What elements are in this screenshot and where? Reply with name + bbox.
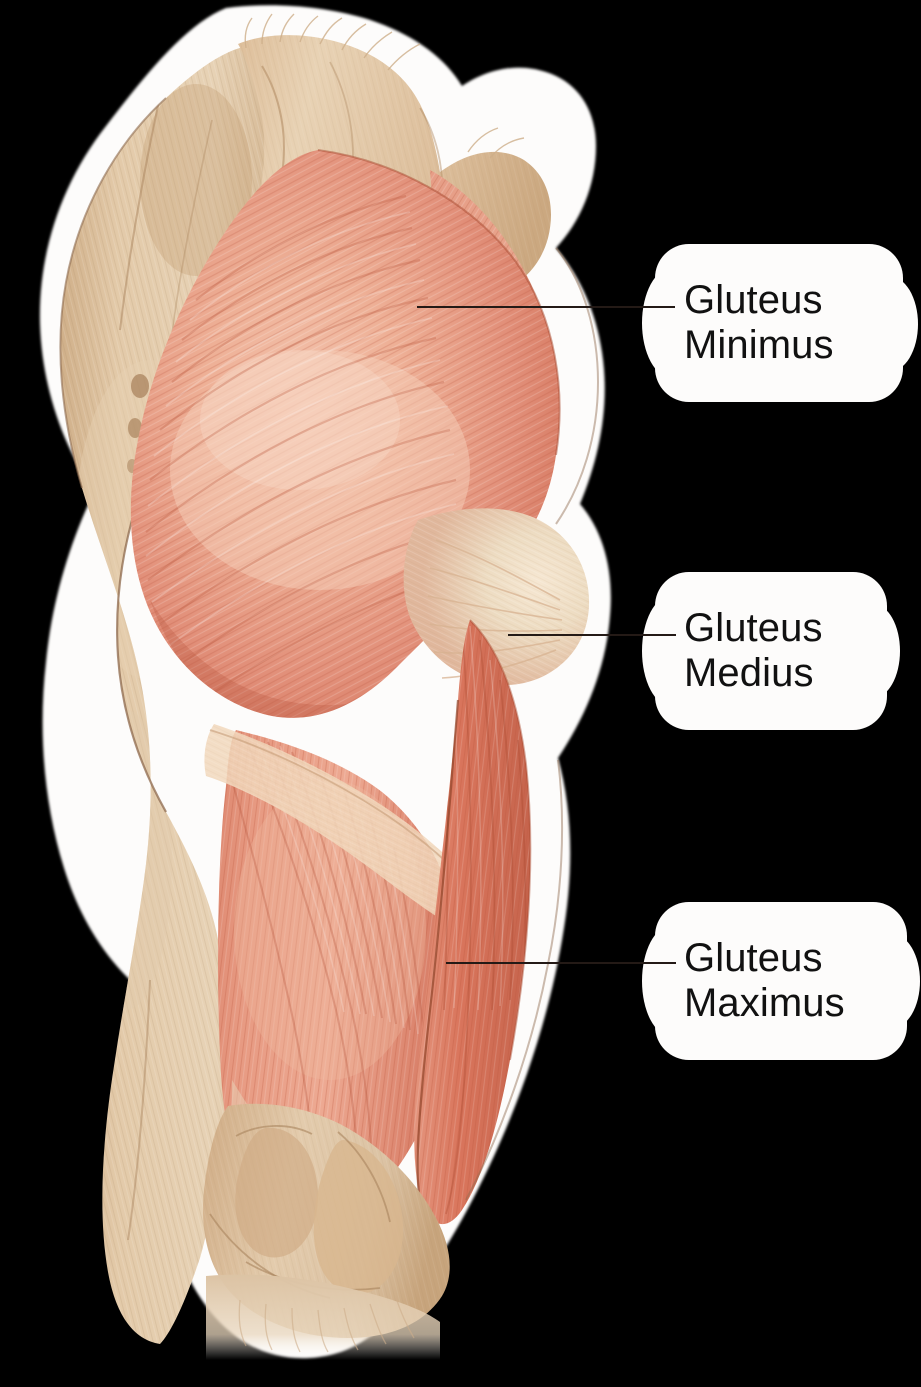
label-gluteus-maximus-line2: Maximus xyxy=(684,980,845,1025)
leader-line-gluteus-maximus xyxy=(446,962,676,964)
label-gluteus-medius: Gluteus Medius xyxy=(684,606,823,696)
figure-outline xyxy=(465,247,600,1201)
label-halo-blob-medius-a xyxy=(642,596,700,706)
trochanteric-tendon-fan xyxy=(403,508,590,686)
knee-condyles-region xyxy=(203,1103,450,1360)
label-gluteus-medius-line1: Gluteus xyxy=(684,606,823,650)
label-gluteus-medius-line2: Medius xyxy=(684,650,814,695)
label-halo-blob-medius-b xyxy=(846,604,900,698)
label-gluteus-maximus: Gluteus Maximus xyxy=(684,936,845,1026)
leader-line-gluteus-medius xyxy=(508,634,676,636)
label-gluteus-minimus: Gluteus Minimus xyxy=(684,278,834,368)
label-gluteus-minimus-line2: Minimus xyxy=(684,322,834,367)
label-gluteus-maximus-line1: Gluteus xyxy=(684,936,823,980)
label-halo-blob-maximus-b xyxy=(864,934,920,1028)
label-gluteus-minimus-line1: Gluteus xyxy=(684,278,823,322)
label-halo-blob-maximus-a xyxy=(642,926,700,1036)
label-halo-blob-minimus-b xyxy=(860,276,918,372)
label-halo-blob-minimus-a xyxy=(642,268,702,378)
leader-line-gluteus-minimus xyxy=(417,306,675,308)
